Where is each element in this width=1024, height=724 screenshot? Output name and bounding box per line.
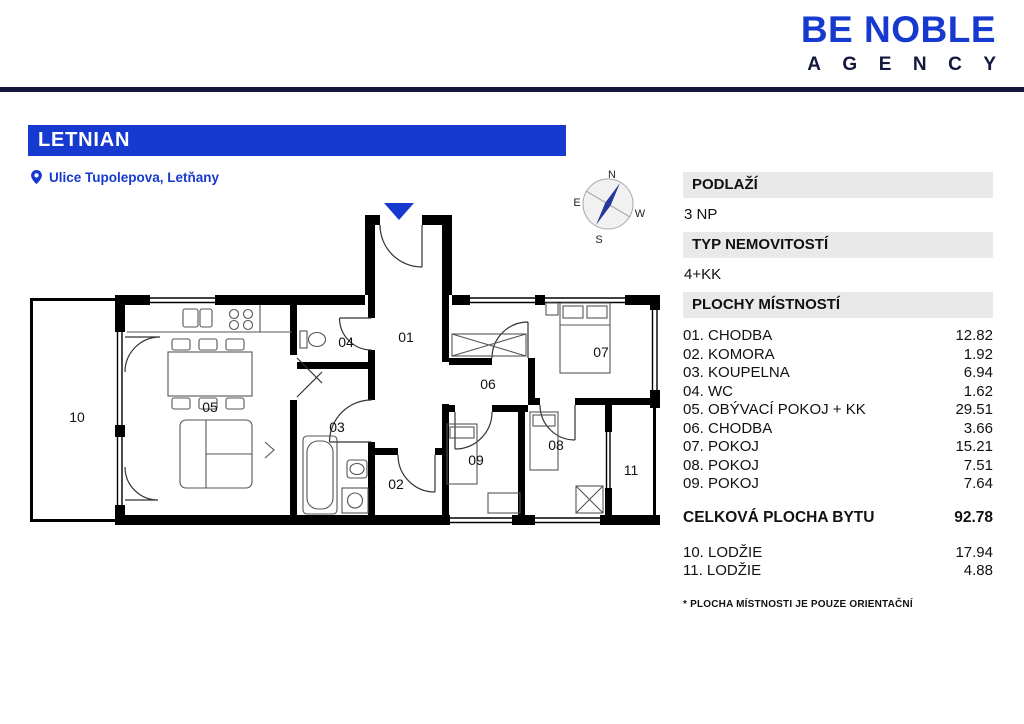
stove-burners bbox=[228, 308, 254, 331]
room-name: 01. CHODBA bbox=[683, 327, 773, 344]
type-value: 4+KK bbox=[684, 266, 722, 283]
disclaimer-footnote: * PLOCHA MÍSTNOSTI JE POUZE ORIENTAČNÍ bbox=[683, 598, 913, 610]
bed-09 bbox=[446, 423, 478, 485]
wardrobe-07 bbox=[451, 333, 527, 357]
room-name: 05. OBÝVACÍ POKOJ + KK bbox=[683, 401, 866, 418]
address: Ulice Tupolepova, Letňany bbox=[30, 169, 219, 185]
compass-e: E bbox=[573, 197, 580, 209]
compass-w: W bbox=[635, 208, 646, 220]
dining-table bbox=[167, 351, 253, 397]
brand-tagline: AGENCY bbox=[807, 53, 1018, 75]
room-name: 09. POKOJ bbox=[683, 475, 759, 492]
room-area-row: 09. POKOJ 7.64 bbox=[683, 475, 993, 494]
entrance-marker-icon bbox=[384, 203, 414, 220]
total-area-label: CELKOVÁ PLOCHA BYTU bbox=[683, 508, 875, 526]
total-area-value: 92.78 bbox=[954, 508, 993, 526]
room-label-01: 01 bbox=[398, 329, 414, 345]
room-label-11: 11 bbox=[624, 462, 639, 478]
room-label-05: 05 bbox=[202, 399, 218, 415]
bathtub bbox=[302, 435, 338, 515]
desk-09 bbox=[487, 492, 521, 514]
room-label-06: 06 bbox=[480, 376, 496, 392]
room-area-row: 01. CHODBA 12.82 bbox=[683, 327, 993, 346]
tv bbox=[264, 441, 275, 459]
room-area-row: 08. POKOJ 7.51 bbox=[683, 457, 993, 476]
room-name: 08. POKOJ bbox=[683, 456, 759, 474]
bed-07 bbox=[559, 302, 611, 374]
walls bbox=[30, 215, 660, 525]
room-area-row: 10. LODŽIE 17.94 bbox=[683, 544, 993, 563]
room-area: 1.62 bbox=[963, 382, 993, 400]
title-banner: LETNIAN bbox=[28, 125, 566, 156]
wardrobe-08 bbox=[575, 485, 604, 514]
washing-machine bbox=[341, 487, 369, 514]
furniture bbox=[127, 302, 611, 515]
compass-needle bbox=[596, 183, 620, 225]
room-name: 07. POKOJ bbox=[683, 438, 759, 455]
room-area-row: 02. KOMORA 1.92 bbox=[683, 346, 993, 365]
compass-s: S bbox=[595, 234, 602, 246]
info-panel: PODLAŽÍ 3 NP TYP NEMOVITOSTÍ 4+KK PLOCHY… bbox=[683, 172, 993, 610]
doors bbox=[124, 224, 576, 501]
room-name: 03. KOUPELNA bbox=[683, 364, 790, 381]
room-name: 10. LODŽIE bbox=[683, 543, 763, 561]
brand-name: BE NOBLE bbox=[800, 9, 996, 50]
room-area-row: 07. POKOJ 15.21 bbox=[683, 438, 993, 457]
brand-logo: BE NOBLE AGENCY bbox=[800, 9, 996, 76]
windows bbox=[116, 297, 658, 524]
room-name: 02. KOMORA bbox=[683, 345, 775, 363]
toilet bbox=[299, 330, 308, 349]
room-area-row: 06. CHODBA 3.66 bbox=[683, 420, 993, 439]
room-area-row: 05. OBÝVACÍ POKOJ + KK 29.51 bbox=[683, 401, 993, 420]
room-area: 1.92 bbox=[963, 345, 993, 363]
room-area: 4.88 bbox=[963, 562, 993, 579]
room-label-08: 08 bbox=[548, 437, 564, 453]
room-area-row: 03. KOUPELNA 6.94 bbox=[683, 364, 993, 383]
room-label-09: 09 bbox=[468, 452, 484, 468]
compass-rose: N E W S bbox=[573, 169, 645, 246]
kitchen-sink bbox=[182, 308, 199, 328]
total-area-row: CELKOVÁ PLOCHA BYTU 92.78 bbox=[683, 509, 993, 527]
type-section-header: TYP NEMOVITOSTÍ bbox=[683, 232, 993, 258]
floor-section-header: PODLAŽÍ bbox=[683, 172, 993, 198]
nightstand bbox=[545, 302, 559, 316]
room-area-row: 04. WC 1.62 bbox=[683, 383, 993, 402]
room-labels: 01 02 03 04 05 06 07 08 09 10 11 bbox=[69, 329, 638, 492]
room-label-02: 02 bbox=[388, 476, 404, 492]
rooms-section-header: PLOCHY MÍSTNOSTÍ bbox=[683, 292, 993, 318]
bed-08 bbox=[529, 411, 559, 471]
room-name: 06. CHODBA bbox=[683, 419, 773, 437]
room-label-07: 07 bbox=[593, 344, 609, 360]
room-area: 7.51 bbox=[963, 456, 993, 474]
room-label-04: 04 bbox=[338, 334, 354, 350]
kitchen-counter bbox=[127, 305, 292, 333]
washbasin bbox=[346, 459, 368, 479]
compass-n: N bbox=[608, 169, 616, 181]
room-area: 29.51 bbox=[955, 401, 993, 418]
room-area: 15.21 bbox=[955, 438, 993, 455]
location-pin-icon bbox=[31, 169, 42, 185]
room-area-row: 11. LODŽIE 4.88 bbox=[683, 562, 993, 581]
room-name: 11. LODŽIE bbox=[683, 562, 762, 579]
address-text: Ulice Tupolepova, Letňany bbox=[49, 169, 220, 185]
room-label-10: 10 bbox=[69, 409, 85, 425]
room-area: 12.82 bbox=[955, 327, 993, 344]
room-area: 7.64 bbox=[963, 475, 993, 492]
room-area: 17.94 bbox=[955, 543, 993, 561]
room-area: 6.94 bbox=[963, 364, 993, 381]
room-name: 04. WC bbox=[683, 382, 734, 400]
balcony-area-list: 10. LODŽIE 17.94 11. LODŽIE 4.88 bbox=[683, 544, 993, 581]
floor-value: 3 NP bbox=[684, 206, 718, 223]
floor-plan: N E W S bbox=[30, 169, 660, 525]
room-area-list: 01. CHODBA 12.82 02. KOMORA 1.92 03. KOU… bbox=[683, 327, 993, 494]
room-label-03: 03 bbox=[329, 419, 345, 435]
room-area: 3.66 bbox=[963, 419, 993, 437]
header-divider bbox=[0, 87, 1024, 92]
